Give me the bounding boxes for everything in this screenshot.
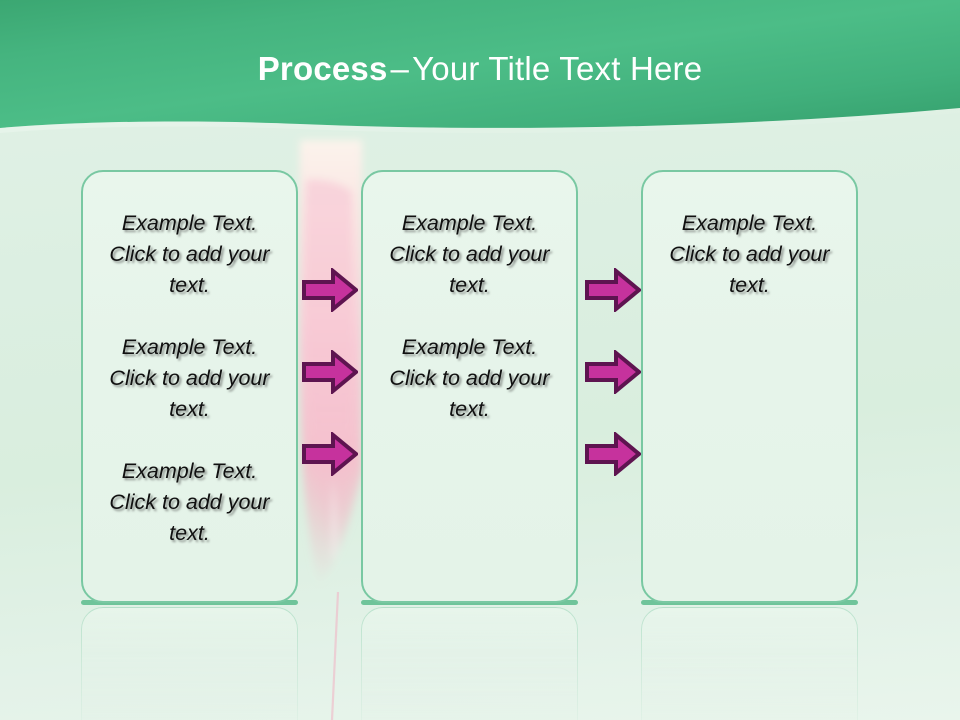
- process-box-1[interactable]: Example Text. Click to add your text. Ex…: [81, 170, 298, 603]
- box-reflection-1: [81, 607, 298, 720]
- process-box-2-paragraph-2: Example Text. Click to add your text.: [389, 335, 550, 421]
- process-box-3[interactable]: Example Text. Click to add your text.: [641, 170, 858, 603]
- page-title-strong: Process: [257, 50, 388, 87]
- petal-stem: [330, 591, 340, 720]
- process-box-1-paragraph-1: Example Text. Click to add your text.: [109, 211, 270, 297]
- process-box-2-paragraph-1: Example Text. Click to add your text.: [389, 211, 550, 297]
- arrow-right-glyph: [585, 268, 641, 312]
- header-shape: [0, 0, 960, 128]
- arrow-right-icon-2-2[interactable]: [585, 350, 641, 394]
- page-title: Process–Your Title Text Here: [0, 48, 960, 90]
- header-edge-highlight: [0, 108, 960, 133]
- header-band: [0, 0, 960, 150]
- page-title-dash: –: [390, 50, 410, 87]
- process-box-1-paragraph-2: Example Text. Click to add your text.: [109, 335, 270, 421]
- arrow-right-icon-1-3[interactable]: [302, 432, 358, 476]
- box-reflection-3: [641, 607, 858, 720]
- arrow-right-glyph: [585, 432, 641, 476]
- process-box-3-paragraph-1: Example Text. Click to add your text.: [669, 211, 830, 297]
- process-box-2[interactable]: Example Text. Click to add your text. Ex…: [361, 170, 578, 603]
- arrow-right-icon-2-3[interactable]: [585, 432, 641, 476]
- box-reflection-2: [361, 607, 578, 720]
- arrow-right-icon-1-1[interactable]: [302, 268, 358, 312]
- arrow-right-glyph: [302, 350, 358, 394]
- page-title-rest: Your Title Text Here: [412, 50, 703, 87]
- arrow-right-glyph: [302, 432, 358, 476]
- petal-highlight: [331, 478, 338, 561]
- arrow-right-icon-1-2[interactable]: [302, 350, 358, 394]
- process-box-1-paragraph-3: Example Text. Click to add your text.: [109, 459, 270, 545]
- header-band-svg: [0, 0, 960, 133]
- arrow-right-glyph: [585, 350, 641, 394]
- arrow-right-icon-2-1[interactable]: [585, 268, 641, 312]
- arrow-right-glyph: [302, 268, 358, 312]
